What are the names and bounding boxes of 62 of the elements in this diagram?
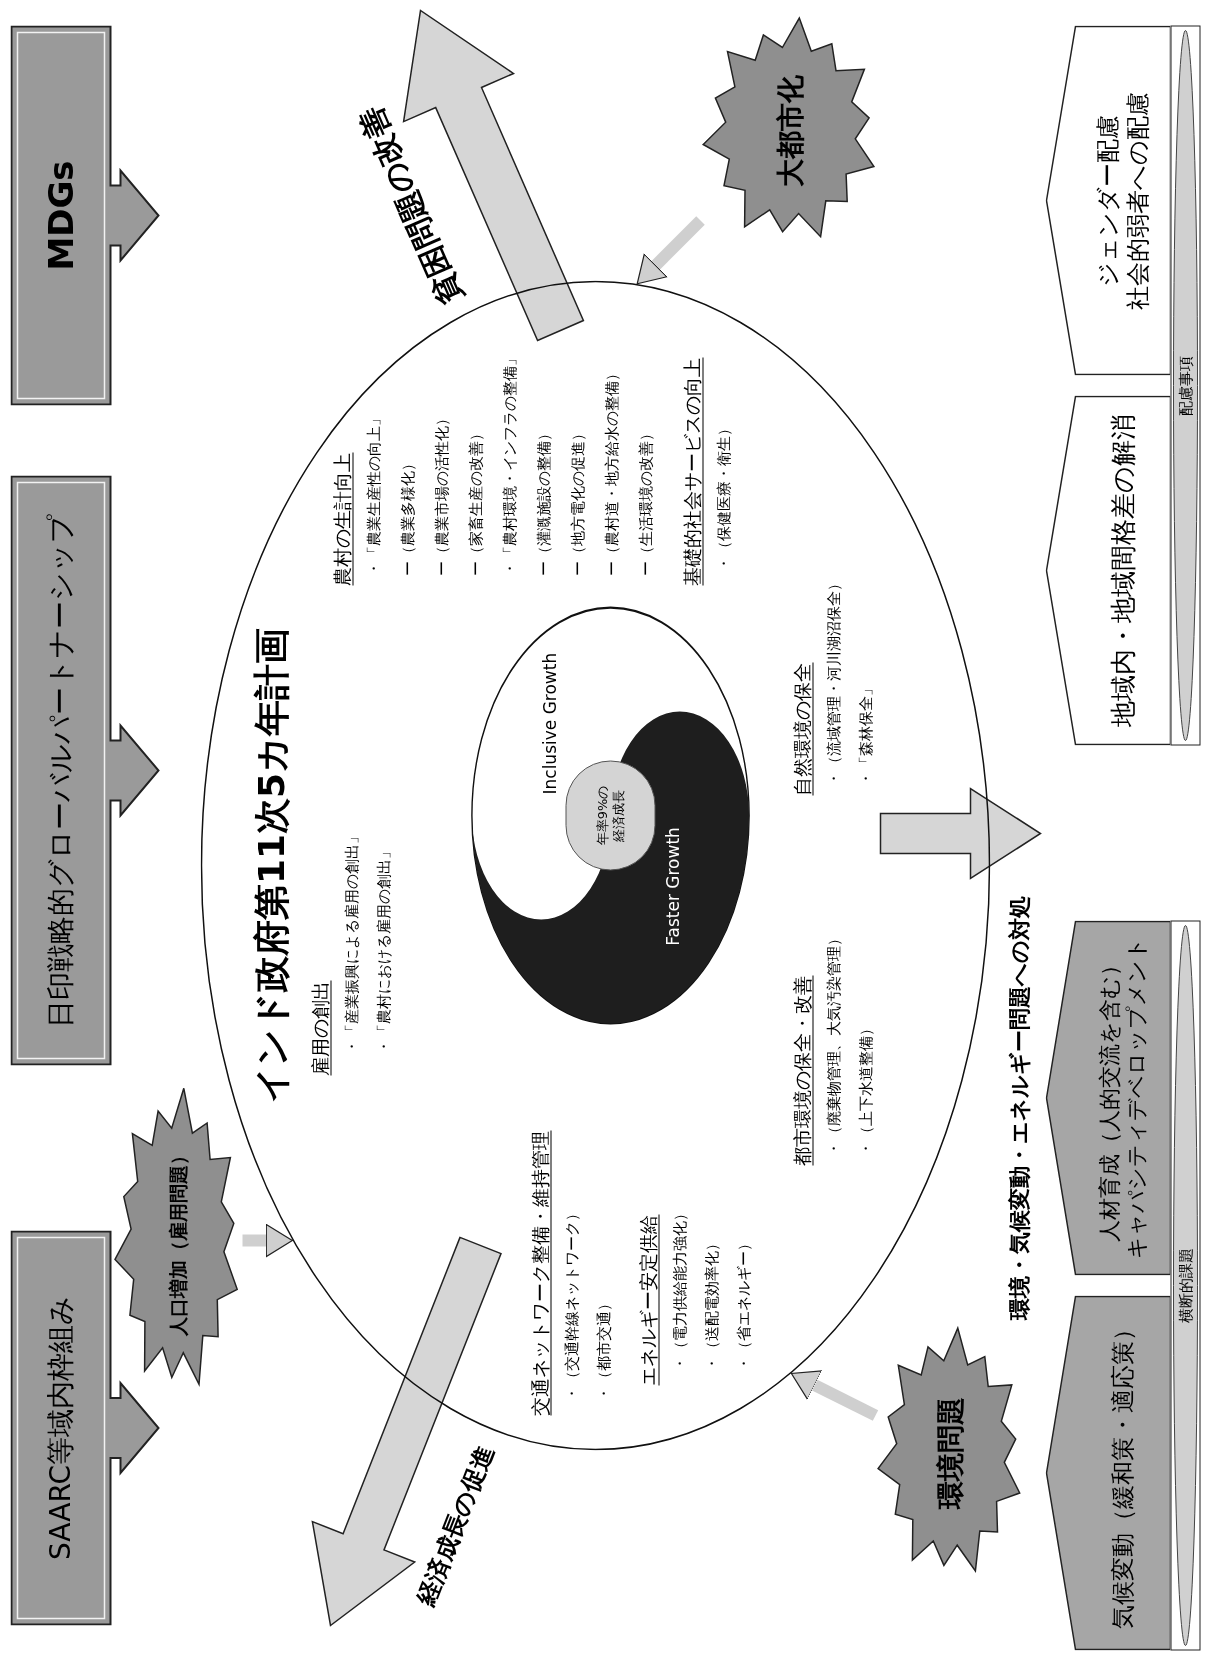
section-heading: 農村の生計向上 <box>330 452 353 585</box>
arrow-label: 貧困問題の改善 <box>350 100 470 310</box>
list-item: ・「森林保全」 <box>856 680 875 785</box>
box-label: SAARC等域内枠組み <box>42 1295 77 1560</box>
arrow <box>242 1223 293 1257</box>
list-item: ・（流域管理・河川湖沼保全） <box>824 575 843 785</box>
pentagon-box <box>1045 920 1170 1275</box>
box-label: MDGs <box>38 159 81 271</box>
box-label: 社会的弱者への配慮 <box>1122 91 1152 309</box>
list-item: ・（上下水道整備） <box>856 1020 875 1155</box>
box-label: ジェンダー配慮 <box>1092 114 1122 286</box>
arrow <box>636 215 705 284</box>
list-item: ・「農村における雇用の創出」 <box>374 843 393 1053</box>
shape-label: 環境問題 <box>932 1396 967 1509</box>
yin-yang-drawing <box>470 605 750 1025</box>
list-item: ・「農村環境・インフラの整備」 <box>500 350 519 575</box>
box-label: 日印戦略的グローバルパートナーシップ <box>42 513 77 1027</box>
list-item: ・（省エネルギー） <box>734 1235 753 1370</box>
box-label: 地域内・地域間格差の解消 <box>1105 413 1138 727</box>
list-item: ー（農業市場の活性化） <box>432 410 451 575</box>
section-heading: 自然環境の保全 <box>790 662 813 795</box>
box-label: キャパシティデベロップメント <box>1122 936 1149 1259</box>
list-item: ・（廃棄物管理、大気汚染管理） <box>824 930 843 1155</box>
plan-title: インド政府第11次5カ年計画 <box>249 627 292 1103</box>
arrow-callout-box <box>10 475 160 1065</box>
shape-label: 大都市化 <box>772 74 807 186</box>
section-heading: 基礎的社会サービスの向上 <box>680 357 703 585</box>
shape-label: 人口増加（雇用問題） <box>164 1145 190 1335</box>
pentagon-box <box>1045 25 1170 375</box>
arrow-callout-box <box>10 1230 160 1625</box>
arrow <box>790 1369 878 1421</box>
list-item: ・「農業生産性の向上」 <box>364 410 383 575</box>
section-heading: エネルギー安定供給 <box>636 1214 659 1385</box>
list-item: ー（灌漑施設の整備） <box>534 425 553 575</box>
circle-label: 年率9%の経済成長 <box>593 784 626 847</box>
section-heading: 都市環境の保全・改善 <box>790 975 813 1165</box>
box-label: 人材育成（人的交流を含む） <box>1094 953 1122 1242</box>
list-item: ・（保健医療・衛生） <box>714 420 733 570</box>
band-label: 配慮事項 <box>1174 355 1195 415</box>
arrow-label: 環境・気候変動・エネルギー問題への対処 <box>1005 895 1032 1319</box>
list-item: ・（電力供給能力強化） <box>670 1205 689 1370</box>
list-item: ー（家畜生産の改善） <box>466 425 485 575</box>
pentagon-box <box>1045 395 1170 745</box>
arrow-label: 経済成長の促進 <box>410 1440 500 1610</box>
growth-label: Faster Growth <box>661 826 684 946</box>
list-item: ー（地方電化の促進） <box>568 425 587 575</box>
band-label: 横断的課題 <box>1174 1247 1195 1323</box>
list-item: ・（交通幹線ネットワーク） <box>562 1205 581 1400</box>
list-item: ー（生活環境の改善） <box>636 425 655 575</box>
box-label: 気候変動（緩和策・適応策） <box>1107 1316 1137 1629</box>
section-heading: 雇用の創出 <box>308 980 331 1075</box>
list-item: ・（都市交通） <box>594 1295 613 1400</box>
list-item: ・（送配電効率化） <box>702 1235 721 1370</box>
growth-label: Inclusive Growth <box>538 652 561 794</box>
arrow-callout-box <box>10 25 160 405</box>
section-heading: 交通ネットワーク整備・維持管理 <box>528 1130 551 1415</box>
list-item: ー（農村道・地方給水の整備） <box>602 365 621 575</box>
pentagon-box <box>1045 1295 1170 1650</box>
category-band <box>1170 25 1200 745</box>
category-band <box>1170 920 1200 1650</box>
list-item: ・「産業振興による雇用の創出」 <box>342 828 361 1053</box>
list-item: ー（農業多様化） <box>398 455 417 575</box>
